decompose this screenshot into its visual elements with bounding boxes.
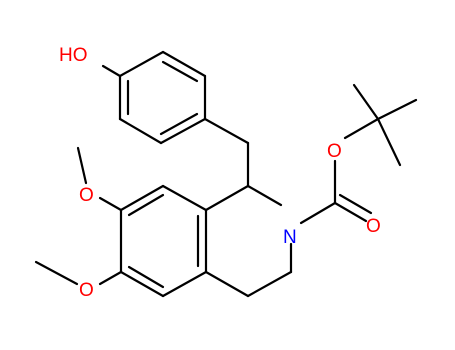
ester-oxygen-label: O — [327, 141, 342, 162]
bond — [343, 117, 380, 140]
phenol-ring — [118, 50, 207, 145]
bond — [161, 50, 207, 78]
bond — [34, 260, 79, 286]
bond — [119, 184, 165, 212]
bond — [161, 270, 208, 298]
nitrogen-label: N — [283, 227, 297, 248]
bond — [76, 146, 88, 185]
bond — [376, 98, 418, 121]
bond — [98, 270, 123, 286]
benzo-ring — [119, 184, 208, 298]
bond — [101, 64, 122, 78]
bond — [118, 50, 165, 78]
bond — [246, 270, 293, 298]
bond — [161, 184, 208, 212]
bond — [98, 196, 123, 212]
piperidine-ring — [204, 184, 293, 298]
hydroxyl-label: HO — [59, 45, 88, 66]
bond — [119, 270, 165, 298]
bond — [204, 270, 250, 298]
carbonyl-oxygen-label: O — [366, 216, 381, 237]
bond — [352, 83, 380, 121]
bond — [203, 117, 250, 145]
double-bond-inner — [127, 193, 165, 217]
bond — [159, 117, 207, 145]
double-bond-inner — [159, 112, 199, 136]
carbonyl-double-bond — [338, 193, 373, 215]
bond — [376, 117, 402, 167]
methoxy-oxygen-lower-label: O — [79, 280, 94, 301]
bond — [204, 184, 250, 212]
bond — [246, 184, 283, 207]
bond — [118, 117, 163, 145]
tert-butyl-group — [352, 83, 418, 167]
bond — [299, 201, 337, 225]
methoxy-oxygen-upper-label: O — [79, 185, 94, 206]
double-bond-inner — [161, 60, 199, 83]
carbonyl-double-bond — [333, 201, 368, 223]
double-bond-inner — [127, 265, 165, 289]
